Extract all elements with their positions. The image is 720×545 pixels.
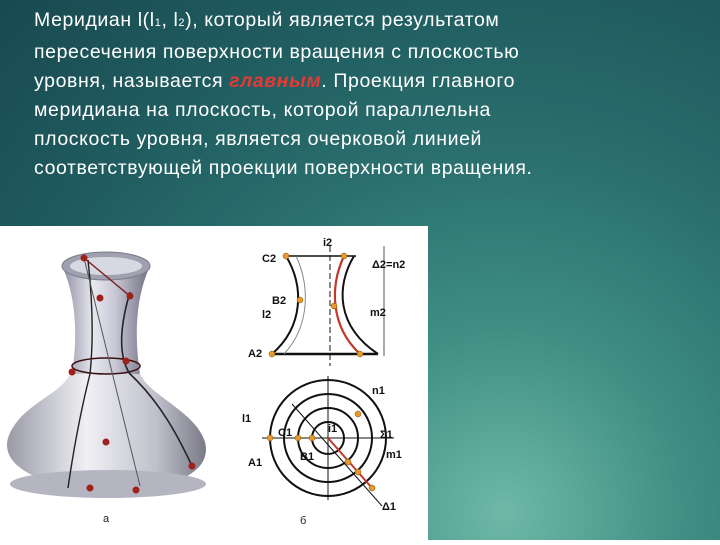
top-point	[354, 468, 362, 476]
vase-point	[102, 438, 110, 446]
vase-meridian-line	[120, 291, 193, 467]
vase-inner	[70, 257, 142, 275]
text-line-4: меридиана на плоскость, которой параллел…	[34, 99, 491, 121]
label-b2: B2	[272, 295, 286, 307]
label-sigma1: Σ1	[380, 429, 393, 441]
vase-point	[96, 294, 104, 302]
text-line-1: Меридиан l(l1, l2), который является рез…	[34, 6, 704, 38]
emphasis-word: главным	[229, 70, 322, 92]
front-point	[340, 252, 348, 260]
line3-suffix: . Проекция главного	[321, 70, 516, 92]
label-c2: C2	[262, 253, 276, 265]
front-point	[330, 302, 338, 310]
front-point	[282, 252, 290, 260]
vase-meridian-line-2	[67, 259, 93, 489]
vase-point	[122, 357, 130, 365]
vase-plane-line	[83, 257, 131, 297]
vase-point	[132, 486, 140, 494]
label-a1: A1	[248, 457, 262, 469]
label-m1: m1	[386, 449, 402, 461]
front-inner-curve	[283, 255, 306, 355]
line1-mid: , l	[161, 9, 179, 31]
vase-point	[80, 254, 88, 262]
top-point	[354, 410, 362, 418]
front-projection	[271, 246, 379, 366]
top-points	[266, 410, 376, 492]
label-m2: m2	[370, 307, 386, 319]
vase-points	[68, 254, 196, 494]
label-i1: i1	[328, 423, 337, 435]
top-point	[266, 434, 274, 442]
vase-axis	[83, 257, 141, 487]
text-line-6: соответствующей проекции поверхности вра…	[34, 157, 533, 179]
line3-prefix: уровня, называется	[34, 70, 230, 92]
text-line-3: уровня, называется главным. Проекция гла…	[34, 67, 704, 96]
label-n1: n1	[372, 385, 385, 397]
vase-neck	[62, 266, 150, 374]
figure-panel: а i2 C2 B2 l2 A2 m2 Δ2=n2	[0, 226, 428, 540]
caption-b: б	[300, 515, 306, 527]
front-points	[268, 252, 364, 358]
front-left-outline	[271, 255, 300, 355]
vase-point	[86, 484, 94, 492]
front-labels: i2 C2 B2 l2 A2 m2 Δ2=n2	[248, 237, 405, 360]
figure-svg: а i2 C2 B2 l2 A2 m2 Δ2=n2	[6, 237, 405, 527]
vase-waist-circle	[71, 357, 141, 375]
label-i2: i2	[323, 237, 332, 249]
front-point	[296, 296, 304, 304]
line1-prefix: Меридиан l(l	[34, 9, 155, 31]
label-delta2-n2: Δ2=n2	[372, 259, 405, 271]
top-point	[308, 434, 316, 442]
vase-point	[126, 292, 134, 300]
vase-figure: а	[6, 251, 206, 525]
top-point	[294, 434, 302, 442]
label-c1: C1	[278, 427, 292, 439]
line1-sub1: 1	[154, 17, 162, 29]
top-diagonal-sigma	[291, 403, 383, 507]
label-b1: B1	[300, 451, 314, 463]
text-line-2: пересечения поверхности вращения с плоск…	[34, 41, 520, 63]
line1-sub2: 2	[178, 17, 186, 29]
slide-text: Меридиан l(l1, l2), который является рез…	[34, 6, 704, 183]
front-right-outline	[341, 255, 379, 355]
top-point	[344, 458, 352, 466]
caption-a: а	[103, 513, 110, 525]
label-delta1: Δ1	[382, 501, 396, 513]
vase-point	[188, 462, 196, 470]
text-line-5: плоскость уровня, является очерковой лин…	[34, 128, 483, 150]
label-l2: l2	[262, 309, 271, 321]
front-point	[268, 350, 276, 358]
vase-point	[68, 368, 76, 376]
label-l1: l1	[242, 413, 251, 425]
top-point	[368, 484, 376, 492]
top-labels: n1 l1 C1 i1 Σ1 A1 B1 m1 Δ1	[242, 385, 402, 513]
front-point	[356, 350, 364, 358]
label-a2: A2	[248, 348, 262, 360]
vase-base-rim	[10, 470, 206, 498]
line1-suffix: ), который является результатом	[185, 9, 500, 31]
